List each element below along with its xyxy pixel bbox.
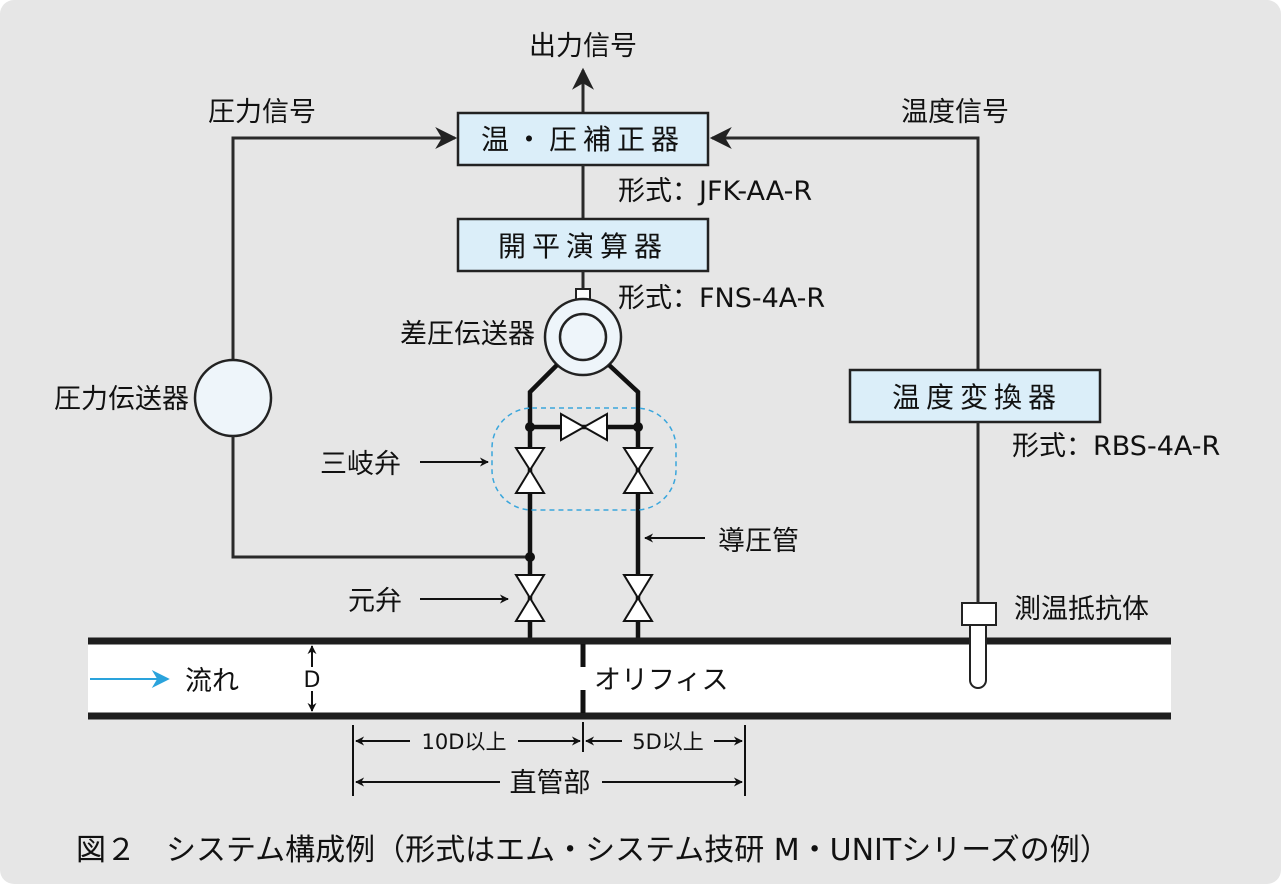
pressure-signal-label: 圧力信号	[208, 97, 316, 128]
diameter-label: D	[304, 668, 321, 693]
impulse-line-low	[607, 363, 641, 640]
straight-run-label-bg	[500, 766, 602, 798]
diameter-label-bg	[302, 667, 322, 691]
figure-caption: 図２ システム構成例（形式はエム・システム技研 M・UNITシリーズの例）	[76, 833, 1110, 868]
junction-dot	[633, 422, 643, 432]
temperature-signal-line	[709, 127, 980, 370]
output-signal-label: 出力信号	[529, 31, 637, 62]
pressure-transmitter	[193, 358, 273, 438]
impulse-line-high	[527, 363, 559, 640]
root-valve-low-icon	[622, 574, 654, 622]
temp-converter-box: 温度変換器	[848, 368, 1102, 424]
manifold-outline	[491, 407, 677, 511]
dp-transmitter-label: 差圧伝送器	[400, 319, 535, 350]
downstream-dimension-label: 5D以上	[632, 730, 704, 754]
junction-dot	[525, 422, 535, 432]
root-valve-high-icon	[514, 574, 546, 622]
orifice-label: オリフィス	[594, 665, 728, 696]
straight-run-label: 直管部	[510, 768, 591, 799]
pressure-signal-line	[231, 127, 458, 360]
compensator-model: 形式：JFK-AA-R	[618, 176, 812, 207]
downstream-label-bg	[622, 728, 714, 754]
dp-transmitter	[543, 288, 623, 377]
upstream-dimension-label: 10D以上	[422, 730, 507, 754]
sqrt-extractor-label: 開平演算器	[498, 230, 668, 263]
equalizing-valve-icon	[560, 412, 608, 442]
manifold-valve-high-icon	[514, 447, 546, 494]
root-valve-label: 元弁	[348, 586, 402, 617]
temp-converter-label: 温度変換器	[892, 381, 1062, 414]
temp-converter-model: 形式：RBS-4A-R	[1012, 431, 1220, 462]
flow-label: 流れ	[185, 666, 239, 697]
rtd-sensor	[961, 602, 997, 689]
pressure-transmitter-label: 圧力伝送器	[54, 384, 189, 415]
manifold-valve-low-icon	[622, 447, 654, 494]
pipe-interior	[88, 641, 1171, 716]
impulse-line-label: 導圧管	[718, 526, 799, 557]
temperature-signal-label: 温度信号	[901, 97, 1009, 128]
junction-dot	[525, 552, 535, 562]
compensator-box: 温・圧補正器	[456, 111, 710, 167]
manifold-label: 三岐弁	[320, 449, 401, 480]
upstream-label-bg	[410, 728, 518, 754]
rtd-label: 測温抵抗体	[1014, 594, 1149, 625]
sqrt-extractor-box: 開平演算器	[456, 217, 710, 273]
pressure-tap-line	[231, 436, 530, 559]
compensator-label: 温・圧補正器	[481, 123, 685, 156]
sqrt-extractor-model: 形式：FNS-4A-R	[618, 283, 825, 314]
